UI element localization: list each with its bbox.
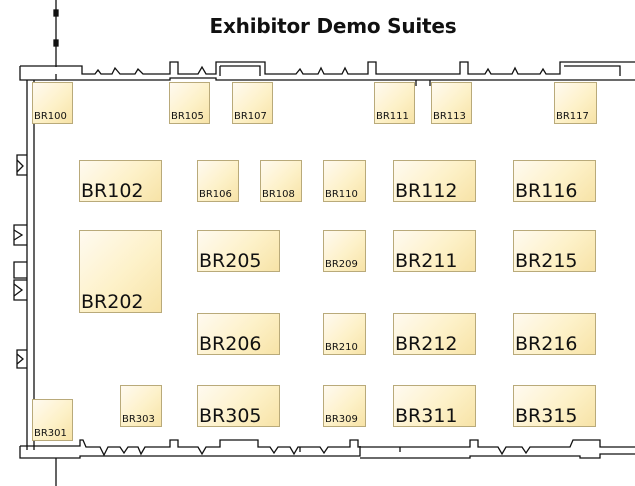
booth-label: BR206 xyxy=(199,333,262,355)
booth-label: BR315 xyxy=(515,405,578,427)
booth-br117[interactable]: BR117 xyxy=(554,82,597,124)
booth-br305[interactable]: BR305 xyxy=(197,385,280,427)
booth-label: BR111 xyxy=(376,111,409,122)
booth-label: BR110 xyxy=(325,189,358,200)
booth-br105[interactable]: BR105 xyxy=(169,82,210,124)
booth-br107[interactable]: BR107 xyxy=(232,82,273,124)
booth-label: BR210 xyxy=(325,342,358,353)
booth-label: BR108 xyxy=(262,189,295,200)
booth-br212[interactable]: BR212 xyxy=(393,313,476,355)
booth-br216[interactable]: BR216 xyxy=(513,313,596,355)
booth-label: BR311 xyxy=(395,405,458,427)
booth-br111[interactable]: BR111 xyxy=(374,82,415,124)
booth-label: BR112 xyxy=(395,180,458,202)
booth-br206[interactable]: BR206 xyxy=(197,313,280,355)
booth-label: BR117 xyxy=(556,111,589,122)
booth-label: BR305 xyxy=(199,405,262,427)
booth-label: BR215 xyxy=(515,250,578,272)
booth-br315[interactable]: BR315 xyxy=(513,385,596,427)
booth-label: BR309 xyxy=(325,414,358,425)
booth-label: BR211 xyxy=(395,250,458,272)
page-title: Exhibitor Demo Suites xyxy=(209,14,457,38)
booth-label: BR106 xyxy=(199,189,232,200)
booth-label: BR102 xyxy=(81,180,144,202)
booth-br113[interactable]: BR113 xyxy=(431,82,472,124)
booth-br205[interactable]: BR205 xyxy=(197,230,280,272)
booth-label: BR100 xyxy=(34,111,67,122)
booth-label: BR301 xyxy=(34,428,67,439)
booth-br210[interactable]: BR210 xyxy=(323,313,366,355)
booth-br209[interactable]: BR209 xyxy=(323,230,366,272)
booth-label: BR216 xyxy=(515,333,578,355)
booth-br116[interactable]: BR116 xyxy=(513,160,596,202)
booth-label: BR105 xyxy=(171,111,204,122)
booth-br202[interactable]: BR202 xyxy=(79,230,162,313)
booth-br301[interactable]: BR301 xyxy=(32,399,73,441)
booth-label: BR205 xyxy=(199,250,262,272)
booth-br110[interactable]: BR110 xyxy=(323,160,366,202)
booth-label: BR116 xyxy=(515,180,578,202)
booth-br108[interactable]: BR108 xyxy=(260,160,302,202)
booth-label: BR212 xyxy=(395,333,458,355)
booth-br211[interactable]: BR211 xyxy=(393,230,476,272)
booth-br100[interactable]: BR100 xyxy=(32,82,73,124)
booth-label: BR107 xyxy=(234,111,267,122)
booth-br311[interactable]: BR311 xyxy=(393,385,476,427)
booth-br102[interactable]: BR102 xyxy=(79,160,162,202)
booth-br309[interactable]: BR309 xyxy=(323,385,366,427)
booth-label: BR113 xyxy=(433,111,466,122)
booth-label: BR209 xyxy=(325,259,358,270)
booth-label: BR202 xyxy=(81,291,144,313)
booth-br303[interactable]: BR303 xyxy=(120,385,162,427)
booth-br215[interactable]: BR215 xyxy=(513,230,596,272)
booth-br112[interactable]: BR112 xyxy=(393,160,476,202)
booth-br106[interactable]: BR106 xyxy=(197,160,239,202)
booth-label: BR303 xyxy=(122,414,155,425)
